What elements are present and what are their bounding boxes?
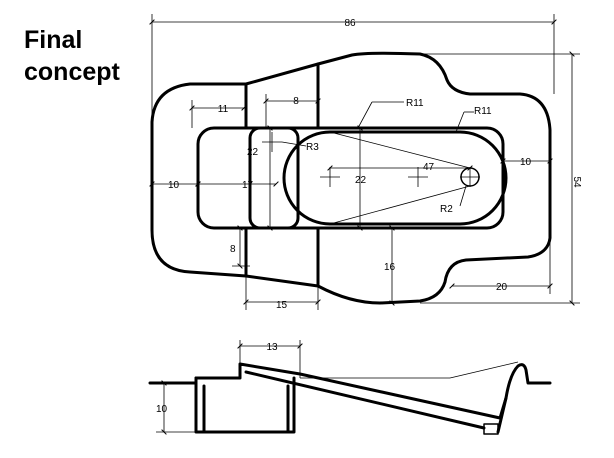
side-view: 13 10 — [148, 340, 552, 435]
dimension-lines — [149, 14, 580, 310]
outer-outline — [150, 51, 552, 305]
dim-10-right: 10 — [520, 157, 532, 168]
dim-16: 16 — [384, 262, 396, 273]
side-dimension-lines — [156, 340, 519, 435]
tangent-upper — [329, 131, 471, 169]
dim-20: 20 — [496, 282, 508, 293]
title-line-1: Final — [24, 26, 83, 54]
dim-10-left: 10 — [168, 180, 180, 191]
side-profile — [148, 362, 552, 420]
dim-22-left: 22 — [247, 147, 259, 158]
dim-overall-height: 54 — [571, 176, 582, 188]
side-lip — [496, 396, 508, 434]
title-line-2: concept — [24, 58, 120, 86]
top-view: 86 54 11 8 R11 R11 R3 R2 22 22 47 10 17 … — [149, 14, 582, 311]
dim-11: 11 — [218, 104, 229, 115]
side-tab — [483, 423, 499, 435]
dim-47: 47 — [423, 162, 435, 173]
dim-8-bottom: 8 — [230, 244, 236, 255]
side-cup — [194, 376, 296, 434]
dim-15: 15 — [276, 300, 288, 311]
drawing-title: Final concept — [24, 24, 120, 88]
left-pocket — [248, 126, 300, 230]
stadium-slot — [282, 130, 508, 226]
dim-overall-width: 86 — [344, 18, 356, 29]
dim-13: 13 — [266, 342, 278, 353]
dim-r11-right: R11 — [474, 106, 492, 117]
inner-slot — [196, 126, 505, 230]
dim-8-top: 8 — [293, 96, 299, 107]
side-base — [244, 370, 486, 430]
dim-r11-left: R11 — [406, 98, 424, 109]
center-marks — [262, 132, 480, 187]
dim-17: 17 — [242, 180, 254, 191]
tangent-lower — [329, 185, 471, 225]
dim-r2: R2 — [440, 204, 453, 215]
dim-side-10: 10 — [156, 404, 168, 415]
dim-r3: R3 — [306, 142, 319, 153]
dim-22-center: 22 — [355, 175, 367, 186]
